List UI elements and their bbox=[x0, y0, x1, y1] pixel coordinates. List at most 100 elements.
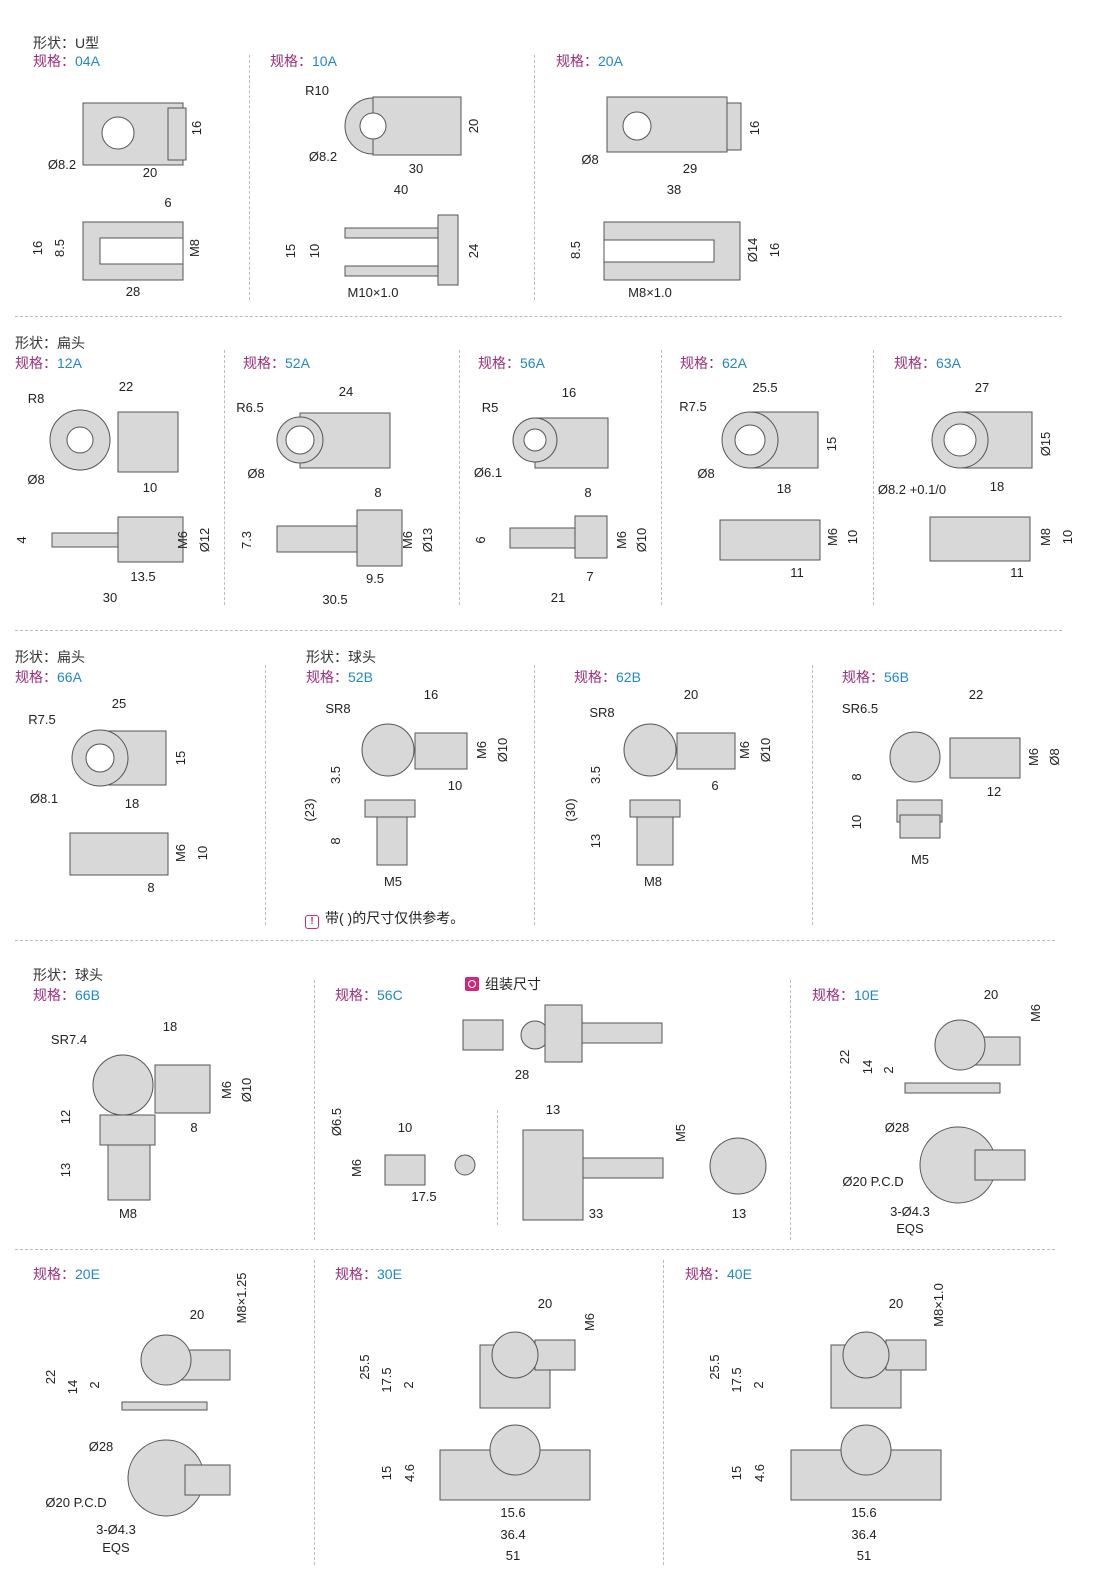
part-drawing-56A bbox=[509, 417, 609, 559]
dimension-label: 20 bbox=[983, 987, 999, 1002]
part-body bbox=[99, 1114, 156, 1146]
spec-key: 规格： bbox=[15, 355, 57, 371]
part-body bbox=[117, 411, 179, 473]
spec-key: 规格： bbox=[335, 987, 377, 1003]
exclamation-icon: ! bbox=[305, 915, 319, 929]
dimension-label: 3-Ø4.3 bbox=[96, 1522, 136, 1537]
dimension-label: R7.5 bbox=[679, 399, 707, 414]
dimension-label: 14 bbox=[860, 1059, 875, 1075]
dimension-label: M6 bbox=[582, 1312, 597, 1332]
dimension-label: 20 bbox=[142, 165, 158, 180]
dimension-label: 16 bbox=[561, 385, 577, 400]
spec-key: 规格： bbox=[335, 1266, 377, 1282]
part-hole bbox=[622, 111, 652, 141]
dimension-label: Ø8 bbox=[27, 472, 45, 487]
part-body bbox=[636, 816, 674, 866]
spec-key: 规格： bbox=[270, 53, 312, 69]
dimension-label: 28 bbox=[514, 1067, 530, 1082]
part-hole bbox=[734, 424, 766, 456]
dimension-label: Ø14 bbox=[745, 237, 760, 263]
dimension-label: Ø15 bbox=[1038, 431, 1053, 457]
dimension-label: 8.5 bbox=[568, 240, 583, 260]
dimension-label: 2 bbox=[401, 1381, 416, 1389]
part-body bbox=[974, 1149, 1026, 1181]
part-eye bbox=[842, 1331, 890, 1379]
dimension-label: 8 bbox=[849, 773, 864, 781]
shape-value: U型 bbox=[75, 35, 100, 51]
part-body bbox=[726, 102, 742, 151]
dimension-label: Ø8 bbox=[1047, 748, 1062, 766]
assembly-icon bbox=[465, 977, 479, 991]
dimension-label: 20 bbox=[537, 1296, 553, 1311]
dimension-label: R5 bbox=[481, 400, 499, 415]
part-body bbox=[544, 1004, 583, 1063]
part-body bbox=[99, 237, 184, 265]
dimension-label: 7 bbox=[586, 569, 594, 584]
part-hole bbox=[943, 423, 977, 457]
dimension-label: SR8 bbox=[325, 701, 351, 716]
part-drawing-56C bbox=[384, 1004, 767, 1221]
part-body bbox=[929, 516, 1031, 562]
dimension-label: M6 bbox=[349, 1158, 364, 1178]
dimension-label: 3-Ø4.3 bbox=[890, 1204, 930, 1219]
dimension-label: 51 bbox=[856, 1548, 872, 1563]
dimension-label: 24 bbox=[466, 243, 481, 259]
part-body bbox=[582, 1157, 664, 1179]
spec-value: 20A bbox=[598, 53, 623, 69]
dimension-label: Ø28 bbox=[88, 1439, 114, 1454]
dimension-label: M6 bbox=[474, 740, 489, 760]
section-divider bbox=[534, 55, 535, 300]
spec-key: 规格： bbox=[306, 669, 348, 685]
spec-label-66A: 规格：66A bbox=[15, 669, 82, 685]
spec-value: 62B bbox=[616, 669, 641, 685]
spec-value: 56C bbox=[377, 987, 403, 1003]
spec-key: 规格： bbox=[478, 355, 520, 371]
part-drawing-04A bbox=[82, 102, 187, 281]
shape-label: 形状：球头 bbox=[306, 649, 376, 665]
dimension-label: Ø8.1 bbox=[29, 791, 59, 806]
part-drawing-20A bbox=[603, 96, 742, 281]
part-body bbox=[603, 239, 715, 263]
dimension-label: M8×1.0 bbox=[628, 285, 672, 300]
shape-key: 形状： bbox=[15, 335, 57, 351]
dimension-label: Ø12 bbox=[197, 527, 212, 553]
dimension-label: 16 bbox=[747, 120, 762, 136]
dimension-label: 22 bbox=[43, 1369, 58, 1385]
dimension-label: 6 bbox=[164, 195, 172, 210]
part-eye bbox=[840, 1424, 892, 1476]
assembly-heading: 组装尺寸 bbox=[465, 976, 541, 992]
spec-key: 规格： bbox=[33, 53, 75, 69]
section-divider bbox=[873, 350, 874, 605]
part-hole bbox=[85, 743, 115, 773]
dimension-label: 11 bbox=[790, 565, 804, 580]
part-body bbox=[356, 509, 403, 567]
part-body bbox=[462, 1019, 504, 1051]
dimension-label: 25.5 bbox=[357, 1354, 372, 1380]
dimension-label: 29 bbox=[682, 161, 698, 176]
part-drawing-63A bbox=[929, 411, 1033, 562]
dimension-label: R7.5 bbox=[28, 712, 56, 727]
dimension-label: R8 bbox=[27, 391, 45, 406]
dimension-label: 10 bbox=[142, 480, 158, 495]
dimension-label: 11 bbox=[1010, 565, 1024, 580]
part-eye bbox=[454, 1154, 476, 1176]
dimension-label: Ø6.1 bbox=[473, 465, 503, 480]
dimension-label: 25.5 bbox=[752, 380, 778, 395]
shape-value: 扁头 bbox=[57, 649, 85, 665]
dimension-label: 4 bbox=[14, 536, 29, 544]
dimension-label: Ø6.5 bbox=[329, 1107, 344, 1137]
section-divider bbox=[790, 980, 791, 1240]
dimension-label: Ø28 bbox=[884, 1120, 910, 1135]
dimension-label: Ø8.2 +0.1/0 bbox=[877, 482, 947, 497]
dimension-label: M5 bbox=[673, 1123, 688, 1143]
spec-label-52A: 规格：52A bbox=[243, 355, 310, 371]
dimension-label: Ø10 bbox=[758, 737, 773, 763]
part-body bbox=[509, 527, 576, 549]
spec-value: 56B bbox=[884, 669, 909, 685]
part-eye bbox=[889, 731, 941, 783]
part-hole bbox=[285, 425, 315, 455]
dimension-label: Ø8.2 bbox=[47, 157, 77, 172]
dimension-label: 8 bbox=[328, 837, 343, 845]
dimension-label: 16 bbox=[767, 242, 782, 258]
